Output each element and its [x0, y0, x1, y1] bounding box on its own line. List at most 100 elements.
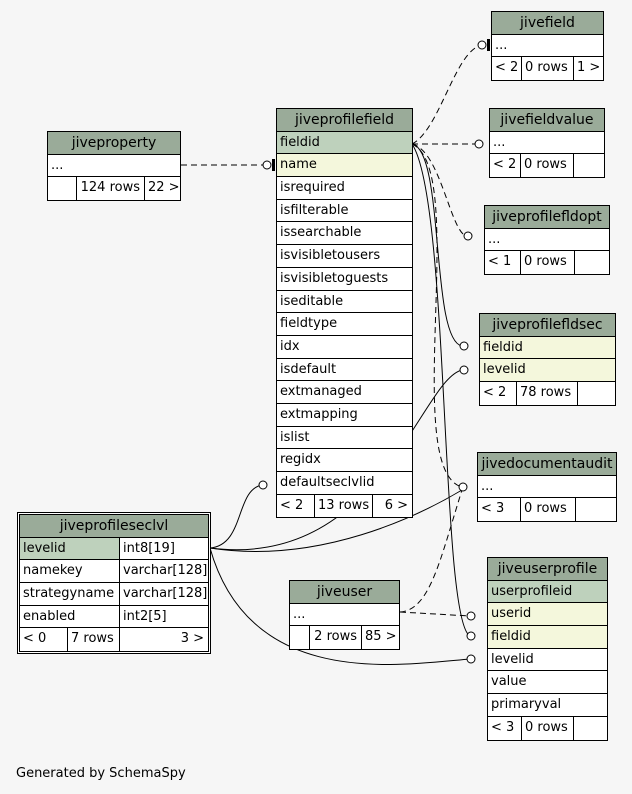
- footer-empty-cell: [574, 154, 604, 177]
- table-jiveuser[interactable]: jiveuser ... 2 rows 85 >: [289, 580, 400, 651]
- footer-empty-cell: [574, 717, 607, 740]
- generated-by-credit: Generated by SchemaSpy: [16, 766, 186, 781]
- link-jivefield-jiveprofilefield: [411, 44, 483, 145]
- parents-count[interactable]: < 2: [480, 382, 517, 405]
- column-name: strategyname: [20, 583, 120, 605]
- footer-empty-cell: [576, 498, 616, 521]
- table-footer: < 2 13 rows 6 >: [277, 494, 412, 518]
- column-row: extmanaged: [277, 381, 412, 404]
- column-row: namekey varchar[128]: [20, 560, 208, 584]
- column-row-fk: fieldid: [488, 626, 607, 649]
- column-row: ...: [48, 155, 180, 178]
- one-marker: [487, 39, 490, 51]
- crows-foot-circle: [463, 231, 473, 241]
- table-header[interactable]: jivedocumentaudit: [478, 453, 616, 476]
- table-jiveprofilefldopt[interactable]: jiveprofilefldopt ... < 1 0 rows: [484, 205, 610, 276]
- table-jivedocumentaudit[interactable]: jivedocumentaudit ... < 3 0 rows: [477, 452, 617, 523]
- row-count: 0 rows: [521, 251, 575, 275]
- crows-foot-circle: [262, 160, 272, 170]
- footer-empty-cell: [578, 382, 615, 405]
- parents-count[interactable]: < 3: [478, 498, 521, 522]
- table-header[interactable]: jiveuserprofile: [488, 558, 607, 581]
- table-header[interactable]: jiveproperty: [48, 132, 180, 155]
- column-type: int2[5]: [123, 608, 167, 624]
- row-count: 13 rows: [315, 494, 373, 518]
- table-jivefieldvalue[interactable]: jivefieldvalue ... < 2 0 rows: [489, 108, 605, 179]
- column-row: enabled int2[5]: [20, 605, 208, 629]
- link-jiveprofileseclvl-jivedocumentaudit: [209, 489, 463, 552]
- parents-count[interactable]: < 1: [485, 251, 521, 275]
- column-row: extmapping: [277, 404, 412, 427]
- link-jiveprofileseclvl-jiveuserprofile: [209, 547, 471, 666]
- table-jiveprofilefield[interactable]: jiveprofilefield fieldid name isrequired…: [276, 108, 413, 519]
- link-jiveprofilefldsec-fieldid: [411, 143, 463, 347]
- crows-foot-circle: [258, 480, 268, 490]
- column-row: isvisibletousers: [277, 245, 412, 268]
- column-row: ...: [485, 229, 609, 252]
- parents-count[interactable]: < 2: [492, 57, 522, 81]
- column-row: ...: [490, 132, 604, 155]
- children-count[interactable]: 22 >: [148, 180, 180, 196]
- column-row: fieldtype: [277, 313, 412, 336]
- table-footer: < 0 7 rows 3 >: [20, 628, 208, 652]
- children-count[interactable]: 3 >: [180, 631, 204, 647]
- row-count: 78 rows: [517, 382, 578, 405]
- parents-count[interactable]: < 0: [20, 628, 68, 652]
- column-type: int8[19]: [120, 537, 208, 560]
- column-row: levelid: [488, 649, 607, 672]
- row-count: 7 rows: [68, 628, 120, 652]
- table-header[interactable]: jiveuser: [290, 581, 399, 604]
- children-count[interactable]: 85 >: [365, 629, 397, 645]
- parents-count[interactable]: < 2: [490, 154, 521, 178]
- column-row-fk: fieldid: [480, 336, 615, 360]
- column-row: defaultseclvlid: [277, 472, 412, 495]
- link-jiveprofilefldopt-jiveprofilefield: [411, 143, 467, 237]
- table-jivefield[interactable]: jivefield ... < 2 0 rows 1 >: [491, 11, 604, 82]
- table-header[interactable]: jiveprofilefldopt: [485, 206, 609, 229]
- column-row: primaryval: [488, 694, 607, 717]
- column-row: isfilterable: [277, 200, 412, 223]
- column-row: issearchable: [277, 222, 412, 246]
- one-marker: [272, 159, 275, 171]
- table-jiveprofileseclvl[interactable]: jiveprofileseclvl levelid int8[19] namek…: [17, 512, 211, 655]
- table-header[interactable]: jiveprofileseclvl: [20, 515, 208, 538]
- column-row-fk: name: [277, 154, 412, 178]
- column-name: namekey: [20, 560, 120, 583]
- crows-foot-circle: [474, 139, 484, 149]
- table-jiveproperty[interactable]: jiveproperty ... 124 rows 22 >: [47, 131, 181, 202]
- link-jiveuser-jiveuserprofile: [399, 611, 471, 617]
- table-header[interactable]: jivefieldvalue: [490, 109, 604, 132]
- column-row: islist: [277, 427, 412, 450]
- column-row: ...: [478, 476, 616, 499]
- column-row-pk: userprofileid: [488, 580, 607, 604]
- table-footer: < 3 0 rows: [488, 716, 607, 740]
- table-footer: < 2 78 rows: [480, 382, 615, 405]
- children-count[interactable]: 1 >: [577, 60, 601, 76]
- parents-count: [48, 177, 77, 201]
- column-row: value: [488, 671, 607, 695]
- crows-foot-circle: [477, 40, 487, 50]
- crows-foot-circle: [466, 654, 476, 664]
- parents-count[interactable]: < 3: [488, 716, 522, 740]
- parents-count[interactable]: < 2: [277, 494, 315, 518]
- table-footer: 124 rows 22 >: [48, 177, 180, 201]
- crows-foot-circle: [459, 365, 469, 375]
- column-type: varchar[128]: [123, 586, 208, 602]
- column-row: isvisibletoguests: [277, 268, 412, 291]
- table-jiveprofilefldsec[interactable]: jiveprofilefldsec fieldid levelid < 2 78…: [479, 313, 616, 406]
- column-row: strategyname varchar[128]: [20, 583, 208, 606]
- table-header[interactable]: jivefield: [492, 12, 603, 35]
- table-header[interactable]: jiveprofilefldsec: [480, 314, 615, 337]
- row-count: 2 rows: [310, 626, 362, 650]
- column-row: iseditable: [277, 291, 412, 314]
- row-count: 0 rows: [521, 498, 576, 522]
- table-jiveuserprofile[interactable]: jiveuserprofile userprofileid userid fie…: [487, 557, 608, 741]
- column-row-pk: levelid int8[19]: [20, 537, 208, 561]
- children-count[interactable]: 6 >: [384, 497, 408, 513]
- column-name: enabled: [20, 605, 120, 628]
- table-footer: 2 rows 85 >: [290, 626, 399, 650]
- column-row-fk: userid: [488, 603, 607, 627]
- table-header[interactable]: jiveprofilefield: [277, 109, 412, 132]
- row-count: 0 rows: [521, 154, 574, 178]
